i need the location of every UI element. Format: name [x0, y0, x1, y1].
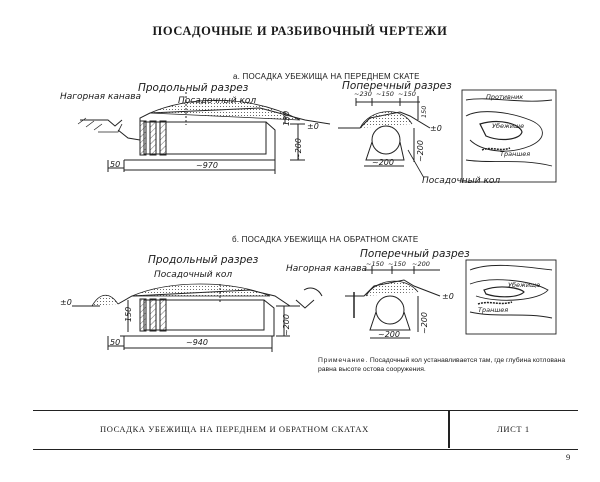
map-a-trench: Траншея — [500, 150, 531, 158]
dim-a-w-150b: ~150 — [398, 90, 416, 98]
section-b-ditch-label: Нагорная канава — [286, 264, 368, 274]
dim-a-left-50: 50 — [110, 160, 121, 169]
dim-a-w-150a: ~150 — [376, 90, 394, 98]
dim-b-w-150b: ~150 — [388, 260, 406, 268]
dim-b-h-150: 150 — [124, 306, 133, 322]
section-a-long-drawing — [77, 92, 331, 174]
page-title: ПОСАДОЧНЫЕ И РАЗБИВОЧНЫЙ ЧЕРТЕЖИ — [152, 24, 448, 38]
section-a-caption: а. ПОСАДКА УБЕЖИЩА НА ПЕРЕДНЕМ СКАТЕ — [233, 72, 420, 81]
note-lead: Примечание. — [318, 357, 369, 364]
page-number: 9 — [566, 452, 571, 462]
dim-a-length-970: ~970 — [196, 161, 218, 170]
map-b-shelter: Убежище — [508, 281, 541, 289]
dim-b-w-150a: ~150 — [366, 260, 384, 268]
section-a-stake-label-cross: Посадочный кол — [422, 176, 501, 186]
section-a-cross-drawing — [338, 96, 431, 179]
section-b-map — [465, 259, 557, 335]
dim-a-zero-cross: ±0 — [430, 124, 442, 133]
section-b-long-section-label: Продольный разрез — [148, 254, 259, 266]
note-text: Посадочный кол устанавливается там, где … — [318, 357, 566, 373]
section-b-stake-label: Посадочный кол — [154, 270, 233, 280]
map-b-trench: Траншея — [478, 306, 509, 314]
dim-a-h-150: 150 — [420, 105, 428, 118]
section-b-cross-section-label: Поперечный разрез — [360, 248, 470, 260]
dim-b-depth-200-cross: ~200 — [420, 312, 429, 334]
sheet-label: ЛИСТ 1 — [497, 424, 530, 434]
dim-a-depth-200-cross: ~200 — [416, 140, 425, 162]
title-block — [33, 410, 578, 450]
title-block-title: ПОСАДКА УБЕЖИЩА НА ПЕРЕДНЕМ И ОБРАТНОМ С… — [100, 424, 369, 434]
dim-a-depth-200: ~200 — [294, 138, 303, 160]
dim-a-zero-long: ±0 — [307, 122, 319, 131]
dim-b-zero-left: ±0 — [60, 298, 72, 307]
section-b-cross-drawing — [345, 266, 441, 339]
dim-b-length-940: ~940 — [186, 338, 208, 347]
dim-a-w-230: ~230 — [354, 90, 372, 98]
dim-b-depth-200: ~200 — [282, 314, 291, 336]
dim-b-zero-cross: ±0 — [442, 292, 454, 301]
section-b-caption: б. ПОСАДКА УБЕЖИЩА НА ОБРАТНОМ СКАТЕ — [232, 235, 419, 244]
dim-b-bottom-200: ~200 — [378, 330, 400, 339]
section-a-stake-label: Посадочный кол — [178, 96, 257, 106]
dim-a-bottom-200: ~200 — [372, 158, 394, 167]
section-a-map — [461, 89, 557, 183]
section-a-long-section-label: Продольный разрез — [138, 82, 249, 94]
title-block-divider — [448, 410, 450, 448]
dim-b-w-200: ~200 — [412, 260, 430, 268]
section-b-long-drawing — [72, 283, 323, 352]
dim-b-left-50: 50 — [110, 338, 121, 347]
section-a-cross-section-label: Поперечный разрез — [342, 80, 452, 92]
note: Примечание. Посадочный кол устанавливает… — [318, 356, 580, 374]
map-a-shelter: Убежище — [492, 122, 525, 130]
section-a-ditch-label: Нагорная канава — [60, 92, 142, 102]
map-a-enemy: Противник — [486, 93, 524, 101]
dim-a-h-130: 130 — [282, 110, 291, 126]
